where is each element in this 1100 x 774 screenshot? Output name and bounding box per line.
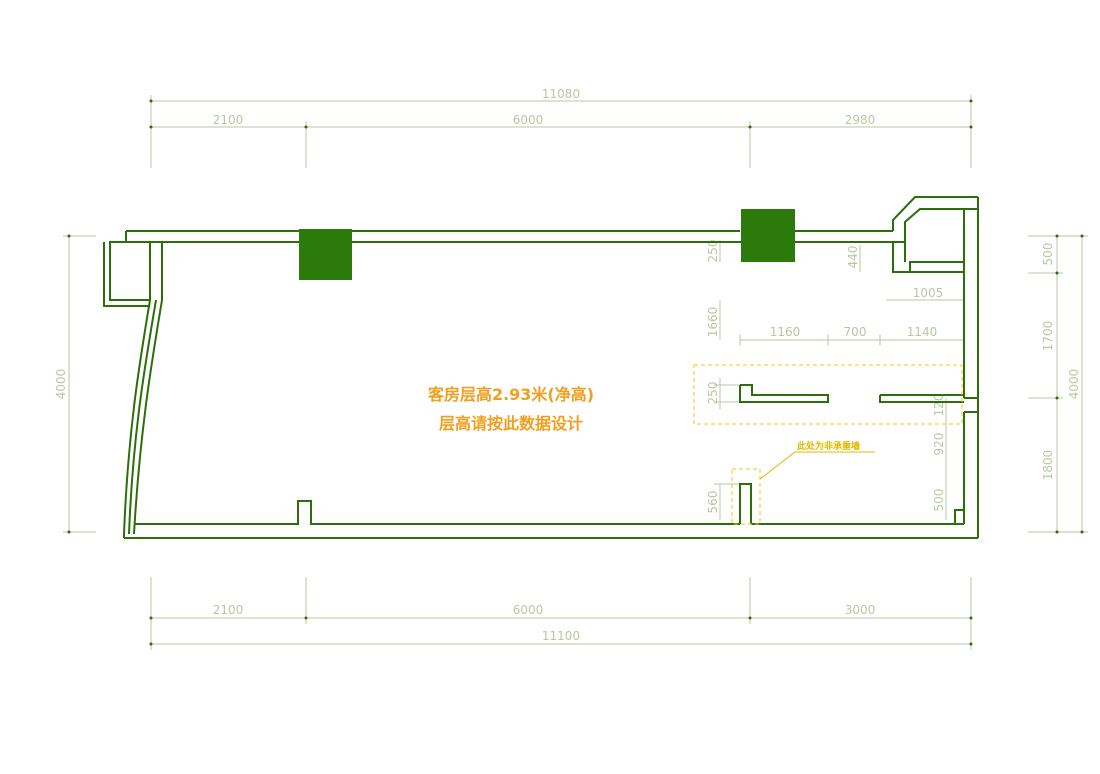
column-right (741, 209, 795, 262)
design-height-note: 层高请按此数据设计 (439, 414, 583, 433)
dim-right-top: 500 (1041, 243, 1055, 266)
dim-inner-1160: 1160 (770, 325, 801, 339)
dim-inner-1660: 1660 (706, 307, 720, 338)
dim-top-left: 2100 (213, 113, 244, 127)
walls (103, 196, 979, 539)
dim-bottom-mid: 6000 (513, 603, 544, 617)
non-bearing-wall-label: 此处为非承重墙 (797, 440, 860, 452)
dim-bottom-total: 11100 (542, 629, 580, 643)
dim-right-total: 4000 (1067, 369, 1081, 400)
dim-top-right: 2980 (845, 113, 876, 127)
dim-inner-1005: 1005 (913, 286, 944, 300)
non-bearing-wall-markers (693, 364, 963, 525)
dim-inner-120: 120 (932, 394, 946, 417)
dim-inner-440: 440 (846, 246, 860, 269)
dim-inner-250-mid: 250 (706, 382, 720, 405)
ceiling-height-note: 客房层高2.93米(净高) (428, 385, 594, 404)
dim-inner-500: 500 (932, 489, 946, 512)
dim-left-height: 4000 (54, 369, 68, 400)
dim-inner-920: 920 (932, 433, 946, 456)
dim-inner-700: 700 (844, 325, 867, 339)
bottom-dimensions (150, 577, 972, 650)
column-left (299, 229, 352, 280)
dim-inner-250-top: 250 (706, 240, 720, 263)
dim-right-mid: 1700 (1041, 321, 1055, 352)
dim-top-total: 11080 (542, 87, 580, 101)
dim-inner-560: 560 (706, 491, 720, 514)
dim-top-mid: 6000 (513, 113, 544, 127)
dim-right-bottom: 1800 (1041, 450, 1055, 481)
non-bearing-leader-line (759, 451, 875, 480)
dim-bottom-right: 3000 (845, 603, 876, 617)
inner-dimensions (714, 240, 965, 520)
top-dimensions (150, 95, 972, 168)
dim-bottom-left: 2100 (213, 603, 244, 617)
dim-inner-1140: 1140 (907, 325, 938, 339)
